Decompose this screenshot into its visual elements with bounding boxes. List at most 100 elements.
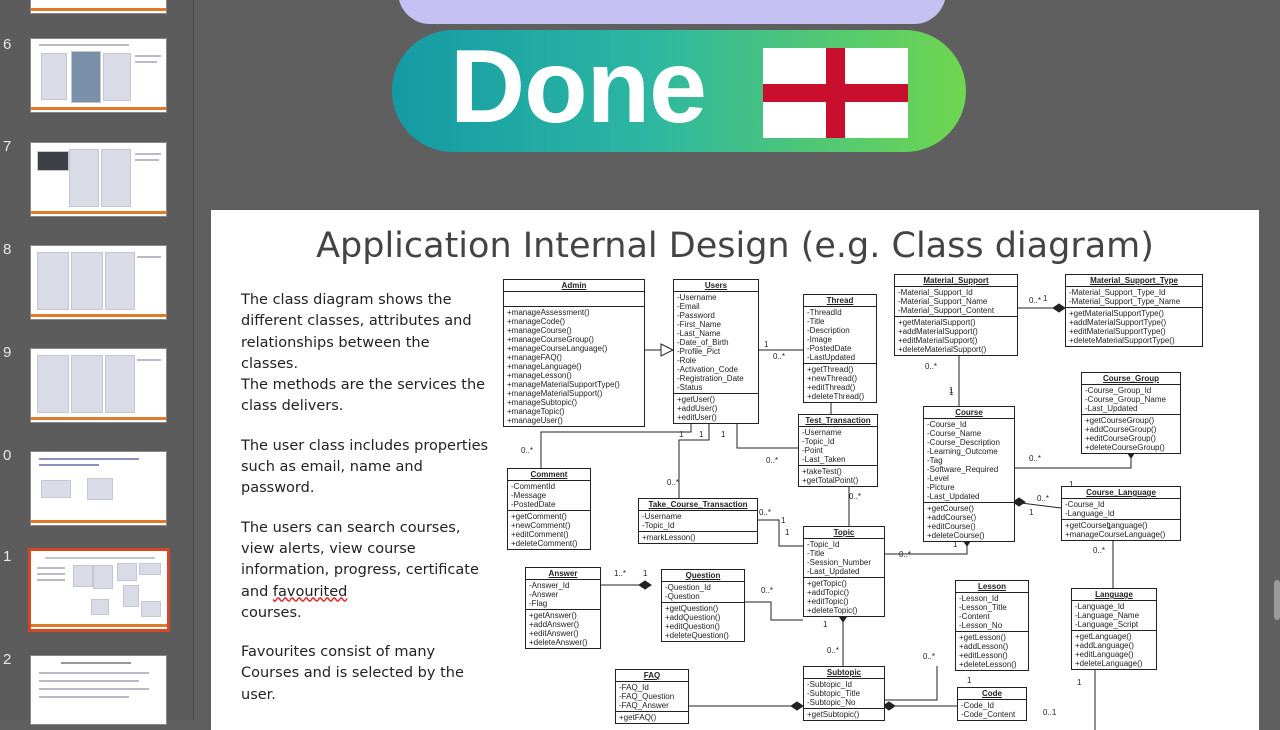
- attribute: -Course_Group_Id: [1085, 386, 1177, 395]
- class-subtopic[interactable]: Subtopic -Subtopic_Id -Subtopic_Title -S…: [803, 666, 885, 721]
- class-language[interactable]: Language -Language_Id -Language_Name -La…: [1071, 588, 1157, 670]
- multiplicity-label: 1: [679, 430, 683, 439]
- slide-thumbnail-selected[interactable]: [28, 548, 170, 632]
- class-name: Course: [924, 407, 1014, 419]
- class-attributes: -Answer_Id -Answer -Flag: [526, 580, 600, 610]
- class-course-group[interactable]: Course_Group -Course_Group_Id -Course_Gr…: [1081, 372, 1181, 454]
- multiplicity-label: 0..*: [766, 456, 778, 465]
- attribute: -Language_Id: [1075, 602, 1153, 611]
- method: +addLanguage(): [1075, 641, 1153, 650]
- attribute: -Activation_Code: [677, 365, 755, 374]
- class-thread[interactable]: Thread -ThreadId -Title -Description -Im…: [803, 294, 877, 403]
- class-name: Material_Support: [895, 275, 1017, 287]
- class-answer[interactable]: Answer -Answer_Id -Answer -Flag +getAnsw…: [525, 567, 601, 649]
- class-course[interactable]: Course -Course_Id -Course_Name -Course_D…: [923, 406, 1015, 542]
- class-users[interactable]: Users -Username -Email -Password -First_…: [673, 279, 759, 424]
- class-attributes: -Material_Support_Id -Material_Support_N…: [895, 287, 1017, 317]
- method: +manageCourse(): [507, 326, 641, 335]
- class-methods: +markLesson(): [639, 532, 757, 543]
- class-methods: +takeTest() +getTotalPoint(): [799, 466, 877, 486]
- class-admin[interactable]: Admin +manageAssessment() +manageCode() …: [503, 279, 645, 427]
- multiplicity-label: 1: [699, 430, 703, 439]
- slide-thumbnail[interactable]: [30, 0, 167, 14]
- class-code[interactable]: Code -Code_Id -Code_Content: [957, 687, 1027, 721]
- class-lesson[interactable]: Lesson -Lesson_Id -Lesson_Title -Content…: [955, 580, 1029, 671]
- slide-thumbnail[interactable]: [30, 142, 167, 217]
- method: +deleteCourse(): [927, 531, 1011, 540]
- slide-number: 0: [3, 447, 11, 464]
- method: +editUser(): [677, 413, 755, 422]
- multiplicity-label: 1: [1069, 480, 1073, 489]
- class-topic[interactable]: Topic -Topic_Id -Title -Session_Number -…: [803, 526, 885, 617]
- class-material-support[interactable]: Material_Support -Material_Support_Id -M…: [894, 274, 1018, 356]
- class-name: Answer: [526, 568, 600, 580]
- slide-thumbnail[interactable]: [30, 655, 167, 725]
- attribute: -FAQ_Answer: [619, 701, 685, 710]
- class-name: Course_Group: [1082, 373, 1180, 385]
- method: +getCourseLanguage(): [1065, 521, 1177, 530]
- slide-number: 8: [3, 241, 11, 258]
- multiplicity-label: 0..*: [521, 446, 533, 455]
- method: +getLesson(): [959, 633, 1025, 642]
- attribute: -Course_Id: [927, 420, 1011, 429]
- attribute: -Subtopic_Title: [807, 689, 881, 698]
- attribute: -Flag: [529, 599, 597, 608]
- class-attributes: -Course_Id -Course_Name -Course_Descript…: [924, 419, 1014, 503]
- attribute: -Material_Support_Type_Name: [1069, 297, 1199, 306]
- multiplicity-label: 0..*: [1093, 546, 1105, 555]
- attribute: -Material_Support_Id: [898, 288, 1014, 297]
- attribute: -PostedDate: [807, 344, 873, 353]
- slide-canvas[interactable]: Application Internal Design (e.g. Class …: [211, 210, 1259, 730]
- method: +getMaterialSupportType(): [1069, 309, 1199, 318]
- method: +getFAQ(): [619, 713, 685, 722]
- multiplicity-label: 0..*: [849, 492, 861, 501]
- multiplicity-label: 1: [823, 620, 827, 629]
- class-faq[interactable]: FAQ -FAQ_Id -FAQ_Question -FAQ_Answer +g…: [615, 669, 689, 724]
- done-label: Done: [450, 22, 706, 152]
- method: +addUser(): [677, 404, 755, 413]
- vertical-scrollbar[interactable]: [1274, 580, 1280, 620]
- multiplicity-label: 1: [643, 569, 647, 578]
- attribute: -ThreadId: [807, 308, 873, 317]
- class-test-transaction[interactable]: Test_Transaction -Username -Topic_Id -Po…: [798, 414, 878, 487]
- class-name: Admin: [504, 280, 644, 292]
- method: +newThread(): [807, 374, 873, 383]
- slide-number: 2: [3, 651, 11, 668]
- class-question[interactable]: Question -Question_Id -Question +getQues…: [661, 569, 745, 642]
- method: +editComment(): [511, 530, 587, 539]
- attribute: -Level: [927, 474, 1011, 483]
- multiplicity-label: 1: [949, 388, 953, 397]
- multiplicity-label: 0..*: [667, 478, 679, 487]
- class-take-course-transaction[interactable]: Take_Course_Transaction -Username -Topic…: [638, 498, 758, 544]
- attribute: -Language_Script: [1075, 620, 1153, 629]
- method: +editQuestion(): [665, 622, 741, 631]
- method: +manageAssessment(): [507, 308, 641, 317]
- attribute: -Question_Id: [665, 583, 741, 592]
- class-course-language[interactable]: Course_Language -Course_Id -Language_Id …: [1061, 486, 1181, 541]
- method: +editMaterialSupport(): [898, 336, 1014, 345]
- slide-number: 1: [3, 548, 11, 565]
- class-comment[interactable]: Comment -CommentId -Message -PostedDate …: [507, 468, 591, 550]
- class-attributes: -Lesson_Id -Lesson_Title -Content -Lesso…: [956, 593, 1028, 632]
- slide-thumbnail[interactable]: [30, 451, 167, 526]
- class-material-support-type[interactable]: Material_Support_Type -Material_Support_…: [1065, 274, 1203, 347]
- method: +deleteMaterialSupport(): [898, 345, 1014, 354]
- slide-thumbnail[interactable]: [30, 348, 167, 423]
- attribute: -Session_Number: [807, 558, 881, 567]
- method: +getTopic(): [807, 579, 881, 588]
- class-methods: +getLanguage() +addLanguage() +editLangu…: [1072, 631, 1156, 669]
- class-attributes: -CommentId -Message -PostedDate: [508, 481, 590, 511]
- multiplicity-label: 1: [953, 540, 957, 549]
- method: +manageLanguage(): [507, 362, 641, 371]
- method: +editThread(): [807, 383, 873, 392]
- attribute: -Question: [665, 592, 741, 601]
- class-name: Topic: [804, 527, 884, 539]
- slide-thumbnail[interactable]: [30, 245, 167, 320]
- class-methods: +getUser() +addUser() +editUser(): [674, 394, 758, 423]
- multiplicity-label: 0..*: [827, 646, 839, 655]
- attribute: -Message: [511, 491, 587, 500]
- slide-thumbnail[interactable]: [30, 38, 167, 113]
- method: +editMaterialSupportType(): [1069, 327, 1199, 336]
- class-methods: +getLesson() +addLesson() +editLesson() …: [956, 632, 1028, 670]
- multiplicity-label: 0..*: [923, 652, 935, 661]
